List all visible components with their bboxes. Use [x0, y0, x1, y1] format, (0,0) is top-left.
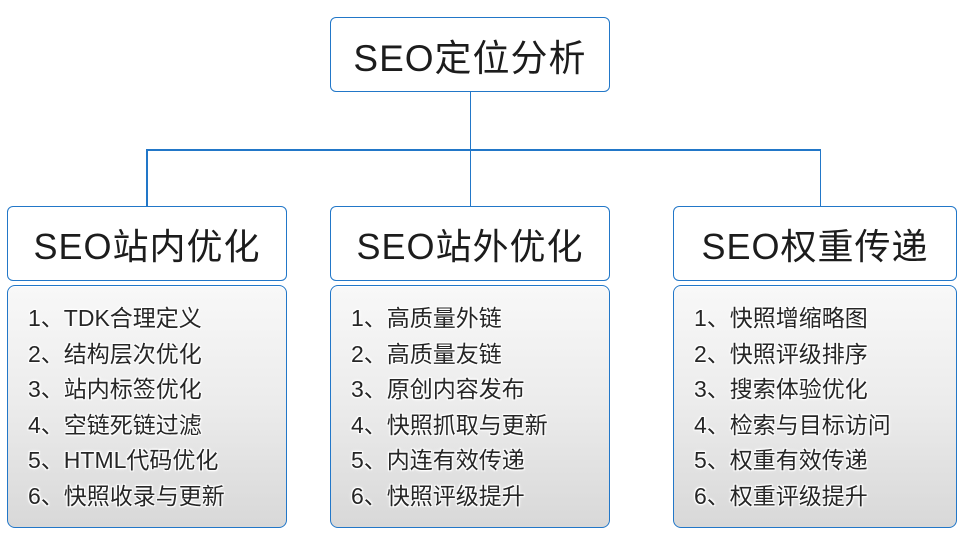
list-panel-offsite: 1、高质量外链 2、高质量友链 3、原创内容发布 4、快照抓取与更新 5、内连有… [330, 285, 610, 528]
list-item: 5、内连有效传递 [351, 447, 525, 473]
list-item: 1、TDK合理定义 [28, 305, 202, 331]
list-panel-weight: 1、快照增缩略图 2、快照评级排序 3、搜索体验优化 4、检索与目标访问 5、权… [673, 285, 957, 528]
connector-middle-vertical [469, 149, 471, 207]
connector-horizontal [146, 149, 821, 151]
list-item: 2、快照评级排序 [694, 340, 868, 367]
list-item: 3、原创内容发布 [351, 376, 525, 402]
connector-right-vertical [819, 149, 821, 207]
list-item: 2、高质量友链 [351, 340, 502, 367]
list-item: 3、站内标签优化 [28, 376, 202, 402]
branch-node-label: SEO站外优化 [356, 225, 584, 267]
list-item: 3、搜索体验优化 [694, 376, 868, 402]
list-item: 5、HTML代码优化 [28, 447, 219, 473]
list-item: 4、检索与目标访问 [694, 411, 891, 438]
branch-node-weight-transfer: SEO权重传递 [673, 206, 957, 281]
root-node-label: SEO定位分析 [353, 37, 587, 79]
connector-left-vertical [146, 149, 148, 207]
branch-node-offsite-optimization: SEO站外优化 [330, 206, 610, 281]
list-item: 4、快照抓取与更新 [351, 411, 548, 438]
list-item: 5、权重有效传递 [694, 447, 868, 473]
list-item: 6、权重评级提升 [694, 482, 868, 509]
branch-node-label: SEO站内优化 [33, 225, 261, 267]
root-node-seo-positioning: SEO定位分析 [330, 17, 610, 92]
list-item: 6、快照评级提升 [351, 482, 525, 509]
branch-node-label: SEO权重传递 [701, 225, 929, 267]
list-item: 6、快照收录与更新 [28, 482, 225, 509]
list-item: 4、空链死链过滤 [28, 411, 202, 438]
list-panel-onsite: 1、TDK合理定义 2、结构层次优化 3、站内标签优化 4、空链死链过滤 5、H… [7, 285, 287, 528]
list-item: 1、快照增缩略图 [694, 305, 868, 331]
list-item: 2、结构层次优化 [28, 340, 202, 367]
list-item: 1、高质量外链 [351, 305, 502, 331]
connector-root-vertical [469, 92, 471, 150]
branch-node-onsite-optimization: SEO站内优化 [7, 206, 287, 281]
